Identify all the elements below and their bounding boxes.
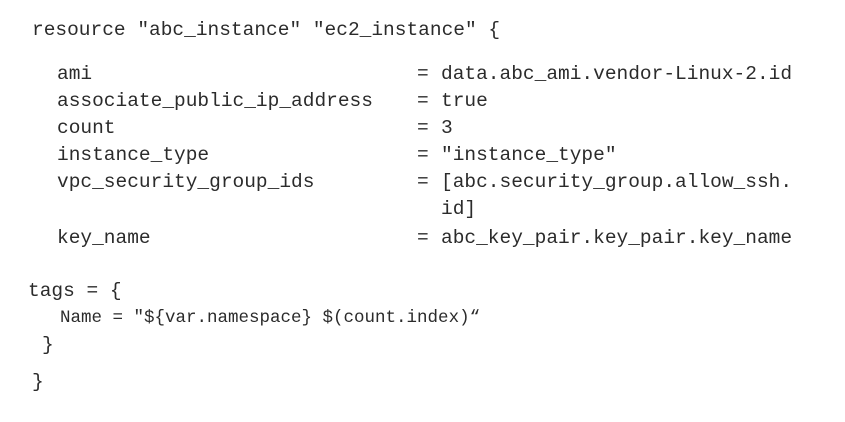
property-key-instance-type: instance_type xyxy=(57,144,210,166)
equals-sign-instance-type: = xyxy=(417,144,429,166)
property-key-vpc-security-group-ids: vpc_security_group_ids xyxy=(57,171,315,193)
equals-sign-key-name: = xyxy=(417,227,429,249)
property-value-associate-public-ip-address: true xyxy=(441,90,488,112)
property-value-vpc-security-group-ids-continuation: id] xyxy=(441,198,477,220)
property-value-key-name: abc_key_pair.key_pair.key_name xyxy=(441,227,793,249)
resource-close-brace: } xyxy=(32,371,44,393)
tags-name-entry-line: Name = "${var.namespace} $(count.index)“ xyxy=(60,308,481,328)
property-value-ami: data.abc_ami.vendor-Linux-2.id xyxy=(441,63,793,85)
tags-block-close-brace: } xyxy=(42,334,54,356)
equals-sign-ami: = xyxy=(417,63,429,85)
property-value-instance-type: "instance_type" xyxy=(441,144,617,166)
property-key-ami: ami xyxy=(57,63,93,85)
tags-block-open-line: tags = { xyxy=(28,280,122,302)
equals-sign-associate-public-ip-address: = xyxy=(417,90,429,112)
property-value-vpc-security-group-ids: [abc.security_group.allow_ssh. xyxy=(441,171,793,193)
resource-declaration-line: resource "abc_instance" "ec2_instance" { xyxy=(32,19,501,41)
equals-sign-vpc-security-group-ids: = xyxy=(417,171,429,193)
property-value-count: 3 xyxy=(441,117,453,139)
property-key-associate-public-ip-address: associate_public_ip_address xyxy=(57,90,373,112)
equals-sign-count: = xyxy=(417,117,429,139)
property-key-key-name: key_name xyxy=(57,227,151,249)
property-key-count: count xyxy=(57,117,116,139)
